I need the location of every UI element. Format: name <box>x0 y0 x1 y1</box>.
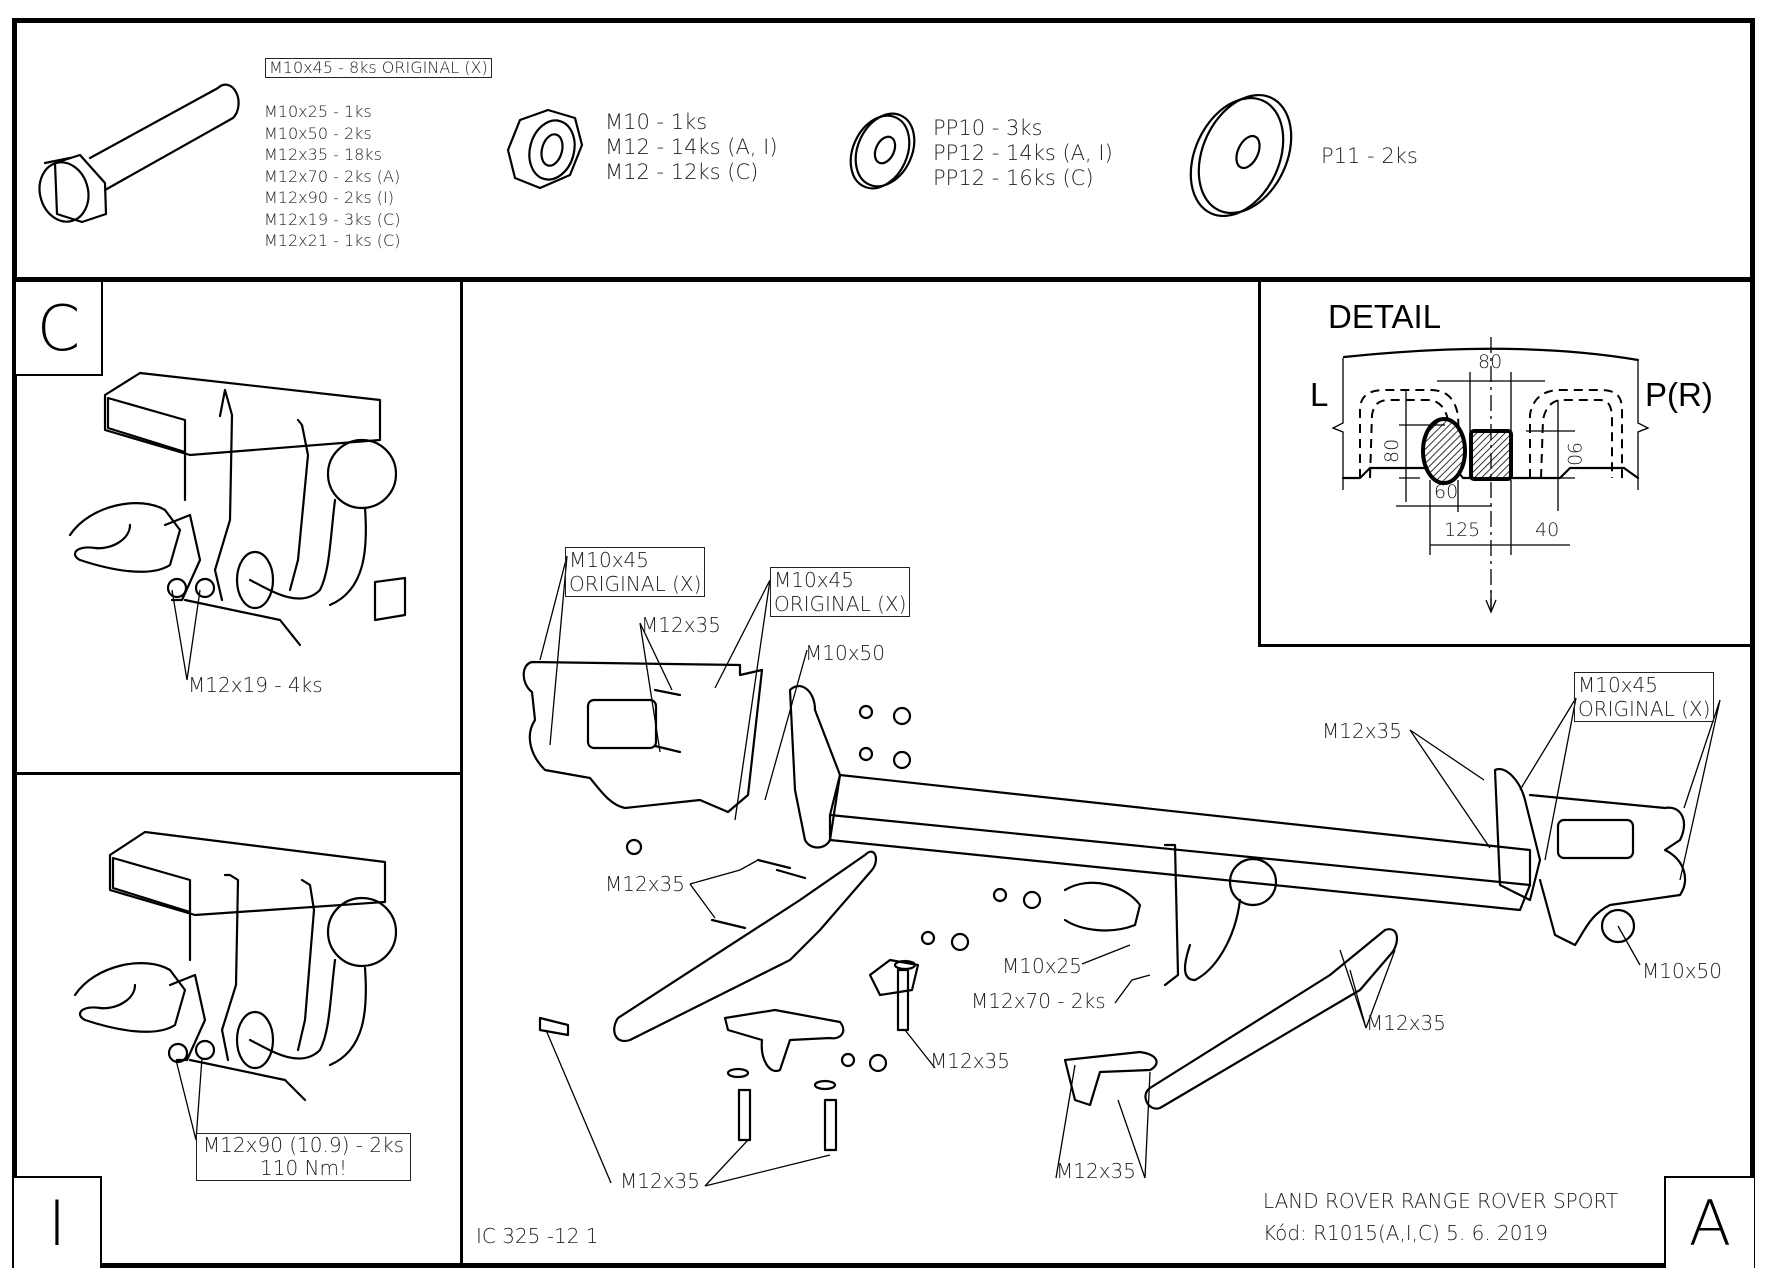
washer-item: PP12 - 16ks (C) <box>933 166 1094 190</box>
nut-item: M12 - 12ks (C) <box>605 160 759 184</box>
callout-m12x35: M12x35 <box>1322 719 1402 743</box>
hex-nut-icon <box>506 108 584 190</box>
detail-title: DETAIL <box>1328 298 1442 335</box>
callout-m12x70: M12x70 - 2ks <box>971 989 1106 1013</box>
vehicle-model: LAND ROVER RANGE ROVER SPORT <box>1263 1189 1619 1213</box>
washer-item: PP10 - 3ks <box>933 116 1043 140</box>
panel-c-letter: C <box>14 280 103 376</box>
bolt-item: M12x90 - 2ks (I) <box>264 188 395 207</box>
leader-lines <box>539 555 1721 1187</box>
callout-m12x35: M12x35 <box>620 1169 700 1193</box>
bolt-item: M12x70 - 2ks (A) <box>264 166 401 186</box>
callout-original-mid: M10x45 ORIGINAL (X) <box>770 567 911 617</box>
callout-original-right: M10x45 ORIGINAL (X) <box>1574 672 1715 722</box>
nut-item: M12 - 14ks (A, I) <box>605 135 778 159</box>
left-side-bracket <box>522 660 764 814</box>
detail-box <box>1258 280 1755 647</box>
code-and-date: Kód: R1015(A,I,C) 5. 6. 2019 <box>1263 1221 1548 1245</box>
large-washer-label: P11 - 2ks <box>1321 144 1418 168</box>
callout-m10x50: M10x50 <box>1642 959 1722 983</box>
panel-i-callout-torque: 110 Nm! <box>260 1156 347 1180</box>
callout-note: ORIGINAL (X) <box>569 572 702 596</box>
callout-bolt-size: M10x45 <box>569 548 649 572</box>
bolt-item: M12x35 - 18ks <box>264 145 382 164</box>
callout-m12x35: M12x35 <box>605 872 685 896</box>
bolt-item: M10x25 - 1ks <box>264 102 372 121</box>
callout-m10x50: M10x50 <box>805 641 885 665</box>
hex-bolt-icon <box>38 83 240 224</box>
dim-125: 125 <box>1444 519 1481 541</box>
drawing-frame <box>12 18 1755 1268</box>
callout-note: ORIGINAL (X) <box>1578 697 1711 721</box>
callout-bolt-size: M10x45 <box>1578 673 1658 697</box>
callout-m12x35: M12x35 <box>930 1049 1010 1073</box>
bolt-list: M10x25 - 1ks M10x50 - 2ks M12x35 - 18ks … <box>264 101 400 252</box>
panel-c-callout: M12x19 - 4ks <box>188 673 323 697</box>
drawing-number: IC 325 -12 1 <box>476 1224 599 1248</box>
callout-m12x35: M12x35 <box>1056 1159 1136 1183</box>
panel-i-letter: I <box>14 1176 102 1268</box>
original-bolt-label: M10x45 - 8ks ORIGINAL (X) <box>265 58 492 79</box>
detail-right-label: P(R) <box>1645 376 1713 413</box>
detail-left-label: L <box>1310 376 1329 413</box>
callout-note: ORIGINAL (X) <box>774 592 907 616</box>
nut-item: M10 - 1ks <box>605 110 708 134</box>
washer-list: PP10 - 3ks PP12 - 14ks (A, I) PP12 - 16k… <box>933 116 1113 191</box>
c-i-divider <box>12 772 462 775</box>
nut-washer-icons <box>625 704 1042 1091</box>
panel-a-letter: A <box>1664 1176 1754 1268</box>
bolt-item: M10x50 - 2ks <box>264 123 372 143</box>
bolt-item: M12x19 - 3ks (C) <box>264 209 401 229</box>
dim-40: 40 <box>1535 519 1560 541</box>
nut-list: M10 - 1ks M12 - 14ks (A, I) M12 - 12ks (… <box>605 110 778 185</box>
dim-top-80: 80 <box>1478 351 1503 373</box>
crossbar <box>828 773 1532 887</box>
callout-original-left: M10x45 ORIGINAL (X) <box>565 547 706 597</box>
flat-washer-icon <box>849 112 916 190</box>
panel-i-callout-bolt: M12x90 (10.9) - 2ks <box>202 1133 405 1157</box>
parts-strip-divider <box>12 277 1755 282</box>
bolt-icons <box>538 688 910 1152</box>
large-washer-icon <box>1189 93 1293 218</box>
callout-m10x25: M10x25 <box>1002 954 1082 978</box>
callout-bolt-size: M10x45 <box>774 568 854 592</box>
panel-i-callout: M12x90 (10.9) - 2ks 110 Nm! <box>196 1133 411 1181</box>
washer-item: PP12 - 14ks (A, I) <box>933 141 1113 165</box>
callout-m12x35: M12x35 <box>1366 1011 1446 1035</box>
callout-m12x35: M12x35 <box>641 613 721 637</box>
dim-60: 60 <box>1434 481 1459 503</box>
bolt-item: M12x21 - 1ks (C) <box>264 231 401 250</box>
